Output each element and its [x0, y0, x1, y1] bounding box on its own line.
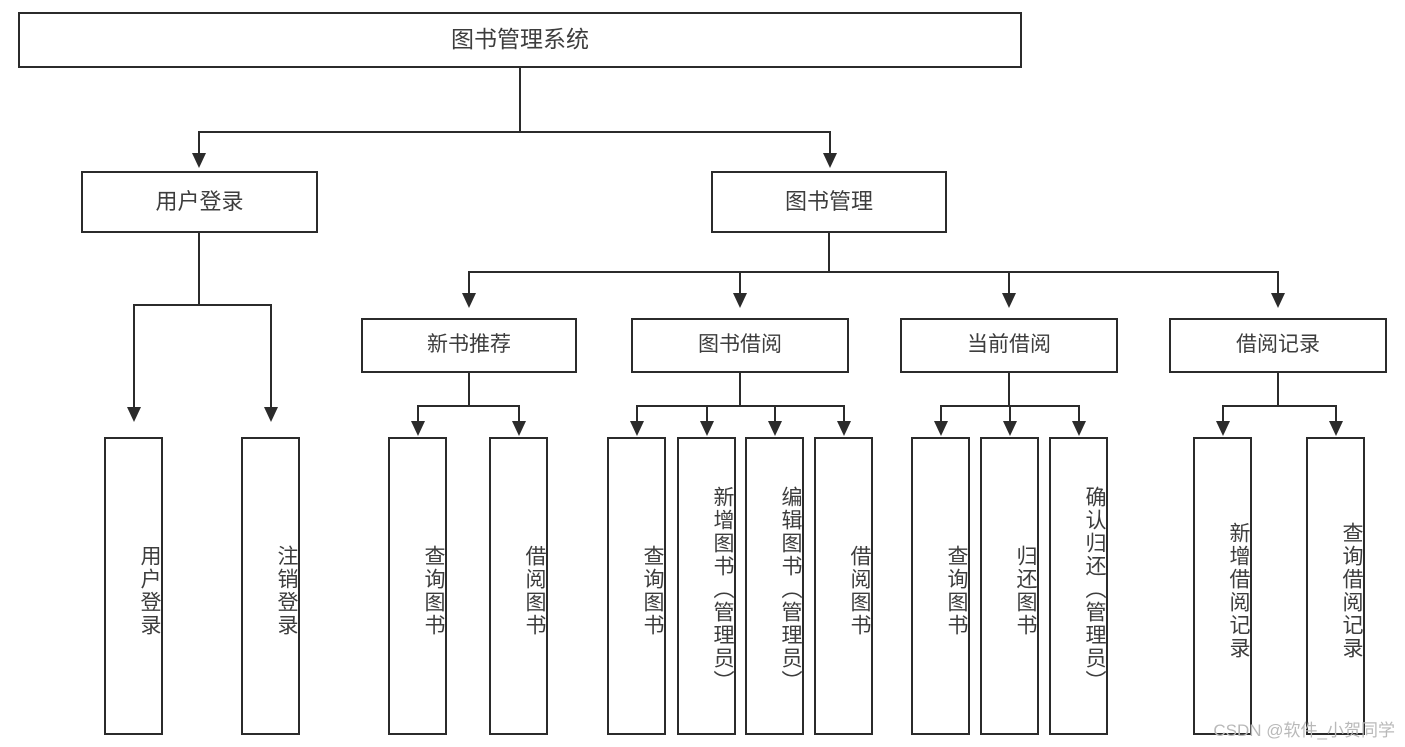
arrowhead-bb-to-leaf-4 [837, 421, 851, 436]
connector-root-stem [519, 68, 521, 132]
arrowhead-cb-to-leaf-3 [1072, 421, 1086, 436]
connector-book-management-bus [468, 271, 1279, 273]
connector-current-borrow-stem [1008, 373, 1010, 407]
node-book-management[interactable]: 图书管理 [711, 171, 947, 233]
connector-cb-to-leaf-1 [940, 405, 942, 423]
connector-new-book-to-leaf-2 [518, 405, 520, 423]
arrowhead-cb-to-leaf-1 [934, 421, 948, 436]
arrowhead-user-login-to-leaf-2 [264, 407, 278, 422]
arrowhead-br-to-leaf-1 [1216, 421, 1230, 436]
connector-bb-to-leaf-3 [774, 405, 776, 423]
connector-br-to-leaf-2 [1335, 405, 1337, 423]
leaf-user-login[interactable]: 用户登录 [104, 437, 163, 735]
connector-root-to-book-management [829, 131, 831, 155]
leaf-borrow-book-recommend[interactable]: 借阅图书 [489, 437, 548, 735]
connector-bm-to-current-borrow [1008, 271, 1010, 295]
leaf-confirm-return-admin[interactable]: 确认归还（管理员） [1049, 437, 1108, 735]
connector-book-management-stem [828, 233, 830, 273]
connector-root-to-user-login [198, 131, 200, 155]
arrowhead-br-to-leaf-2 [1329, 421, 1343, 436]
leaf-return-book[interactable]: 归还图书 [980, 437, 1039, 735]
connector-bb-to-leaf-1 [636, 405, 638, 423]
arrowhead-bb-to-leaf-1 [630, 421, 644, 436]
connector-br-to-leaf-1 [1222, 405, 1224, 423]
connector-book-borrow-bus [636, 405, 845, 407]
arrowhead-bb-to-leaf-2 [700, 421, 714, 436]
arrowhead-bm-to-book-borrow [733, 293, 747, 308]
leaf-add-borrow-record[interactable]: 新增借阅记录 [1193, 437, 1252, 735]
watermark-text: CSDN @软件_小贺同学 [1213, 721, 1395, 740]
leaf-query-borrow-record[interactable]: 查询借阅记录 [1306, 437, 1365, 735]
arrowhead-bm-to-current-borrow [1002, 293, 1016, 308]
leaf-logout[interactable]: 注销登录 [241, 437, 300, 735]
connector-cb-to-leaf-2 [1009, 405, 1011, 423]
connector-user-login-to-leaf-2 [270, 304, 272, 409]
connector-new-book-bus [417, 405, 520, 407]
leaf-add-book-admin[interactable]: 新增图书（管理员） [677, 437, 736, 735]
connector-bm-to-book-borrow [739, 271, 741, 295]
node-user-login[interactable]: 用户登录 [81, 171, 318, 233]
connector-bm-to-new-book [468, 271, 470, 295]
arrowhead-root-to-user-login [192, 153, 206, 168]
leaf-query-book-current[interactable]: 查询图书 [911, 437, 970, 735]
node-book-borrow[interactable]: 图书借阅 [631, 318, 849, 373]
leaf-borrow-book[interactable]: 借阅图书 [814, 437, 873, 735]
arrowhead-bb-to-leaf-3 [768, 421, 782, 436]
connector-bb-to-leaf-2 [706, 405, 708, 423]
node-new-book-recommend[interactable]: 新书推荐 [361, 318, 577, 373]
arrowhead-bm-to-new-book [462, 293, 476, 308]
node-current-borrow[interactable]: 当前借阅 [900, 318, 1118, 373]
connector-borrow-record-stem [1277, 373, 1279, 407]
arrowhead-new-book-to-leaf-2 [512, 421, 526, 436]
connector-bb-to-leaf-4 [843, 405, 845, 423]
connector-user-login-bus [133, 304, 271, 306]
node-root-book-management-system[interactable]: 图书管理系统 [18, 12, 1022, 68]
connector-user-login-stem [198, 233, 200, 305]
arrowhead-user-login-to-leaf-1 [127, 407, 141, 422]
leaf-query-book-borrow[interactable]: 查询图书 [607, 437, 666, 735]
arrowhead-bm-to-borrow-record [1271, 293, 1285, 308]
leaf-query-book-recommend[interactable]: 查询图书 [388, 437, 447, 735]
connector-cb-to-leaf-3 [1078, 405, 1080, 423]
connector-borrow-record-bus [1222, 405, 1337, 407]
arrowhead-root-to-book-management [823, 153, 837, 168]
connector-new-book-to-leaf-1 [417, 405, 419, 423]
arrowhead-new-book-to-leaf-1 [411, 421, 425, 436]
leaf-edit-book-admin[interactable]: 编辑图书（管理员） [745, 437, 804, 735]
arrowhead-cb-to-leaf-2 [1003, 421, 1017, 436]
connector-bm-to-borrow-record [1277, 271, 1279, 295]
connector-user-login-to-leaf-1 [133, 304, 135, 409]
node-borrow-record[interactable]: 借阅记录 [1169, 318, 1387, 373]
connector-root-bus [198, 131, 830, 133]
connector-book-borrow-stem [739, 373, 741, 407]
connector-new-book-stem [468, 373, 470, 407]
